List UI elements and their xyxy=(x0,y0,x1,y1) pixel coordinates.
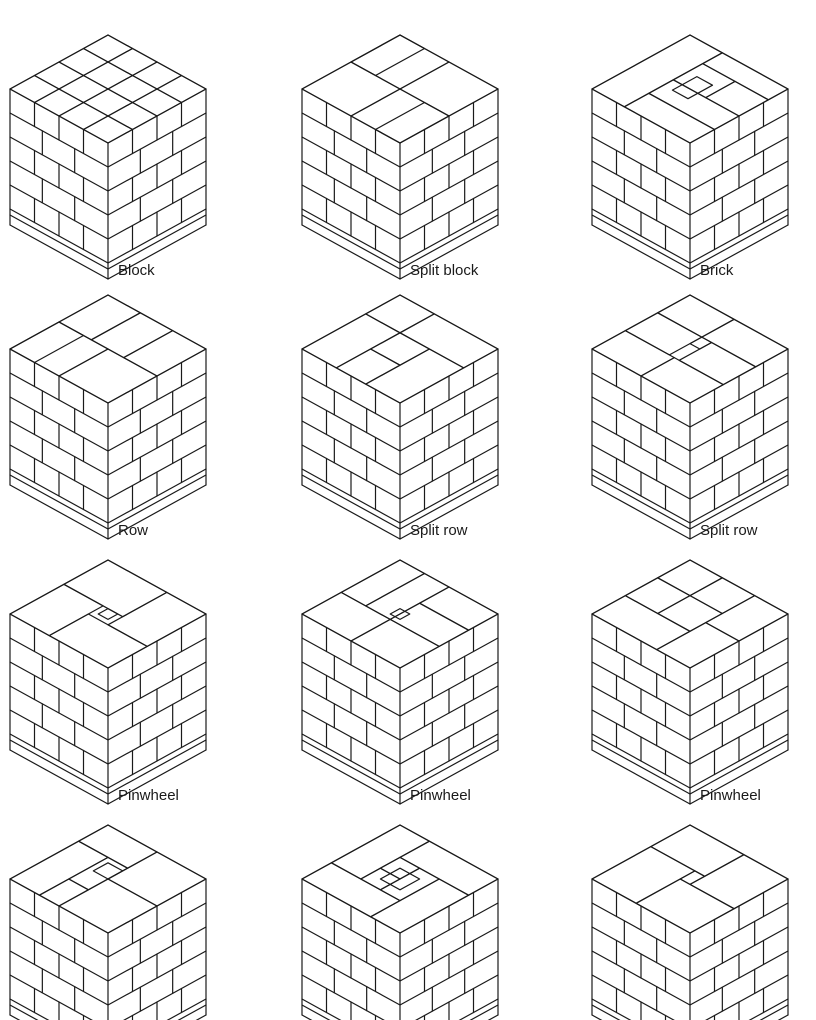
stack-8: Pinwheel xyxy=(302,560,498,804)
pattern-label: Split block xyxy=(410,262,479,279)
stack-10: Pinwheel xyxy=(10,825,206,1020)
stack-3: Brick xyxy=(592,35,788,279)
stack-12: Pinwheel xyxy=(592,825,788,1020)
stack-2: Split block xyxy=(302,35,498,279)
stack-11: Pinwheel xyxy=(302,825,498,1020)
pattern-label: Pinwheel xyxy=(700,787,761,804)
pattern-label: Pinwheel xyxy=(410,787,471,804)
stack-5: Split row xyxy=(302,295,498,539)
stack-7: Pinwheel xyxy=(10,560,206,804)
pattern-label: Row xyxy=(118,522,148,539)
pattern-label: Pinwheel xyxy=(118,787,179,804)
pattern-label: Split row xyxy=(700,522,758,539)
stack-4: Row xyxy=(10,295,206,539)
stack-9: Pinwheel xyxy=(592,560,788,804)
pattern-label: Brick xyxy=(700,262,734,279)
stack-1: Block xyxy=(10,35,206,279)
pattern-label: Split row xyxy=(410,522,468,539)
stack-6: Split row xyxy=(592,295,788,539)
pattern-label: Block xyxy=(118,262,155,279)
